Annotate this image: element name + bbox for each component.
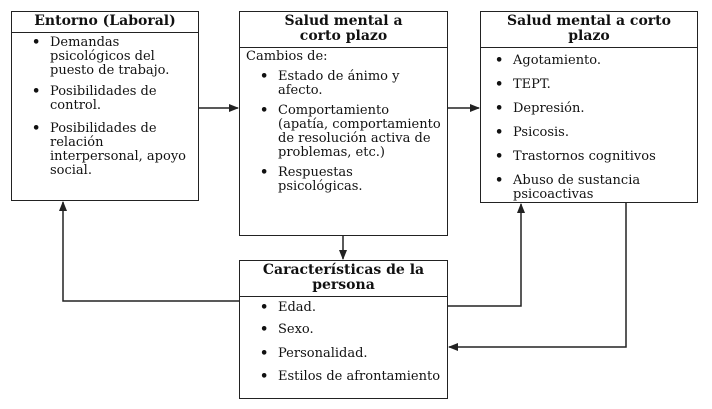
largo-plazo-item: Depresión. bbox=[495, 102, 691, 117]
largo-plazo-list: Agotamiento. TEPT. Depresión. Psicosis. … bbox=[481, 48, 697, 202]
persona-item: Personalidad. bbox=[260, 347, 441, 362]
largo-plazo-item: TEPT. bbox=[495, 78, 691, 93]
corto-plazo-item: Estado de ánimo y afecto. bbox=[260, 70, 441, 98]
corto-plazo-box: Salud mental a corto plazo Cambios de: E… bbox=[239, 11, 448, 236]
persona-item: Edad. bbox=[260, 301, 441, 316]
arrow-persona-to-largo-plazo bbox=[448, 203, 525, 307]
persona-title: Características de la persona bbox=[240, 261, 447, 297]
largo-plazo-item: Agotamiento. bbox=[495, 54, 691, 69]
largo-plazo-item: Psicosis. bbox=[495, 126, 691, 141]
entorno-item: Posibilidades de control. bbox=[32, 85, 192, 113]
entorno-list: Demandas psicológicos del puesto de trab… bbox=[12, 33, 198, 178]
largo-plazo-item: Trastornos cognitivos bbox=[495, 150, 691, 165]
corto-plazo-title: Salud mental a corto plazo bbox=[240, 12, 447, 48]
entorno-title: Entorno (Laboral) bbox=[12, 12, 198, 33]
entorno-item: Posibilidades de relación interpersonal,… bbox=[32, 122, 192, 178]
corto-plazo-item: Comportamiento (apatía, comportamiento d… bbox=[260, 104, 441, 160]
entorno-box: Entorno (Laboral) Demandas psicológicos … bbox=[11, 11, 199, 201]
persona-list: Edad. Sexo. Personalidad. Estilos de afr… bbox=[240, 297, 447, 385]
arrow-largo-plazo-to-persona bbox=[448, 203, 627, 351]
largo-plazo-title: Salud mental a corto plazo bbox=[481, 12, 697, 48]
corto-plazo-subhead: Cambios de: bbox=[246, 49, 328, 64]
persona-item: Estilos de afrontamiento bbox=[260, 370, 441, 385]
persona-item: Sexo. bbox=[260, 323, 441, 338]
entorno-item: Demandas psicológicos del puesto de trab… bbox=[32, 36, 192, 78]
largo-plazo-box: Salud mental a corto plazo Agotamiento. … bbox=[480, 11, 698, 203]
arrow-persona-to-entorno bbox=[59, 201, 239, 302]
largo-plazo-item: Abuso de sustancia psicoactivas bbox=[495, 174, 691, 202]
persona-box: Características de la persona Edad. Sexo… bbox=[239, 260, 448, 399]
corto-plazo-list: Estado de ánimo y afecto. Comportamiento… bbox=[240, 66, 447, 194]
corto-plazo-item: Respuestas psicológicas. bbox=[260, 166, 441, 194]
